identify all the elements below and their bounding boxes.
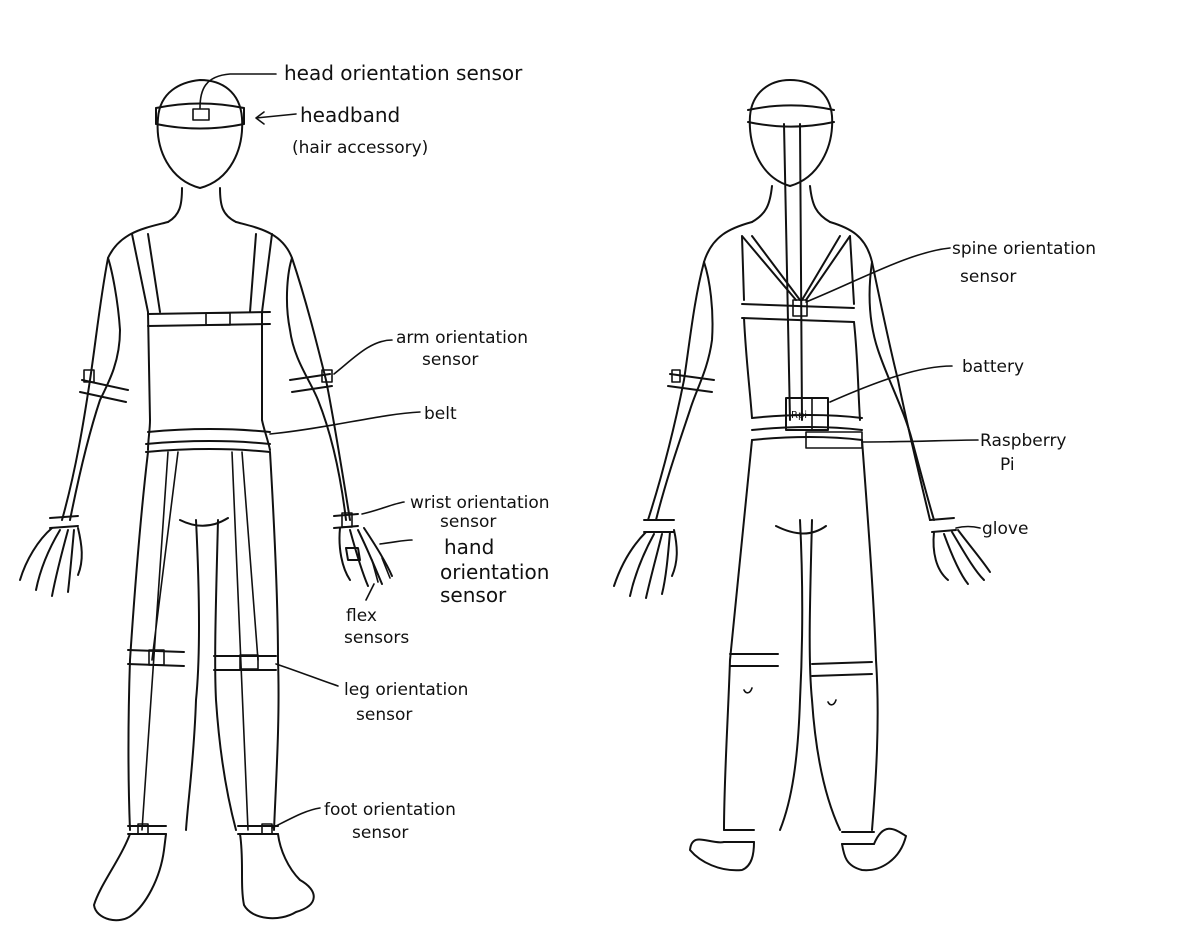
label-hair-accessory: (hair accessory)	[292, 138, 428, 158]
front-ankle-bands	[128, 826, 278, 834]
label-foot-orientation: foot orientation	[324, 800, 456, 820]
leader-hand-sensor	[380, 540, 412, 544]
front-neck	[168, 188, 236, 222]
front-belt	[146, 429, 270, 452]
spine-cord	[784, 124, 802, 420]
label-spine-sensor: sensor	[960, 267, 1016, 287]
front-figure	[20, 80, 392, 920]
label-leg-orientation: leg orientation	[344, 680, 468, 700]
front-chest-belt	[148, 312, 270, 326]
back-figure: Rpi	[614, 80, 990, 870]
label-belt: belt	[424, 404, 457, 424]
back-left-arm	[656, 262, 714, 520]
back-knee-marks	[744, 688, 836, 705]
front-right-hand	[339, 528, 392, 586]
label-hand: hand	[444, 535, 494, 559]
label-wrist-sensor: sensor	[440, 512, 496, 532]
front-knee-bands	[128, 650, 276, 670]
front-waist	[148, 420, 270, 450]
leader-belt	[270, 412, 420, 434]
label-hand-sensor: sensor	[440, 583, 507, 607]
leader-arm-sensor	[334, 340, 392, 374]
front-left-hand	[20, 528, 82, 596]
chest-buckle	[206, 313, 230, 325]
right-leg-sensor-box	[240, 655, 258, 669]
label-glove: glove	[982, 519, 1028, 539]
label-arm-sensor: sensor	[422, 350, 478, 370]
leader-wrist-sensor	[362, 502, 404, 514]
back-ankle-bands	[724, 830, 874, 844]
front-vest-straps	[132, 234, 272, 420]
label-raspberry: Raspberry	[980, 431, 1067, 451]
label-pi: Pi	[1000, 455, 1015, 475]
label-headband: headband	[300, 103, 400, 127]
spine-sensor-box	[793, 300, 807, 316]
label-head-orientation-sensor: head orientation sensor	[284, 61, 523, 85]
front-left-arm	[70, 258, 128, 520]
back-right-wrist-band	[930, 518, 956, 532]
front-head	[158, 80, 243, 188]
leader-headband-arrow	[256, 112, 296, 124]
rpi-box-label: Rpi	[791, 410, 807, 421]
back-labels: spine orientation sensor battery Raspber…	[952, 239, 1096, 539]
head-sensor-box	[193, 109, 209, 120]
front-feet	[94, 834, 314, 920]
label-spine-orientation: spine orientation	[952, 239, 1096, 259]
front-left-wrist-band	[50, 516, 78, 528]
label-wrist-orientation: wrist orientation	[410, 493, 550, 513]
flex-sensor-lines	[372, 558, 390, 582]
back-feet	[690, 829, 906, 871]
leader-raspberry-pi	[862, 440, 978, 442]
leader-glove	[956, 527, 980, 529]
front-labels: head orientation sensor headband (hair a…	[284, 61, 550, 843]
label-hand-orientation: orientation	[440, 560, 549, 584]
leader-foot-sensor	[272, 808, 320, 828]
back-harness	[742, 236, 854, 304]
back-left-wrist-band	[644, 520, 674, 532]
label-leg-sensor: sensor	[356, 705, 412, 725]
leader-leg-sensor	[276, 664, 338, 686]
back-headband	[748, 106, 834, 127]
label-battery: battery	[962, 357, 1024, 377]
back-neck	[752, 186, 830, 222]
label-foot-sensor: sensor	[352, 823, 408, 843]
front-right-arm	[287, 258, 346, 520]
back-legs	[724, 440, 878, 830]
back-chest-belt	[742, 304, 854, 322]
label-flex: flex	[346, 606, 377, 626]
back-head	[750, 80, 832, 186]
left-leg-sensor-box	[149, 650, 164, 665]
label-flex-sensors: sensors	[344, 628, 409, 648]
back-left-hand	[614, 530, 677, 598]
label-arm-orientation: arm orientation	[396, 328, 528, 348]
front-leg-wires	[142, 452, 258, 830]
front-torso	[62, 222, 350, 520]
